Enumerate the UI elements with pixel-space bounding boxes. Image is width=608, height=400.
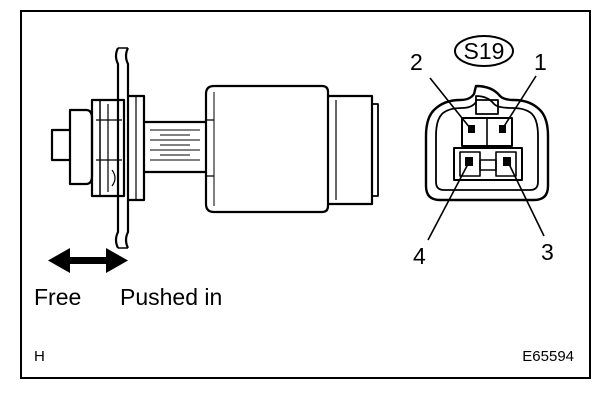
pin-label-4: 4 [413,243,426,269]
motion-arrow [48,248,128,273]
connector-id-label: S19 [464,38,505,64]
pin-label-2: 2 [410,49,423,75]
figure-frame [20,10,591,379]
pushed-in-label: Pushed in [120,284,222,310]
leader-pin-2 [429,77,471,129]
pin-leader-lines [427,75,545,241]
connector-face-view [424,84,550,202]
free-label: Free [34,284,81,310]
switch-side-view [50,47,379,249]
figure-id: E65594 [522,348,574,365]
connector-id-oval [454,35,514,67]
leader-pin-4 [427,163,469,241]
corner-code: H [34,348,45,365]
leader-pin-1 [502,75,537,129]
leader-pin-3 [508,163,545,237]
pin-label-3: 3 [541,239,554,265]
pin-label-1: 1 [534,49,547,75]
